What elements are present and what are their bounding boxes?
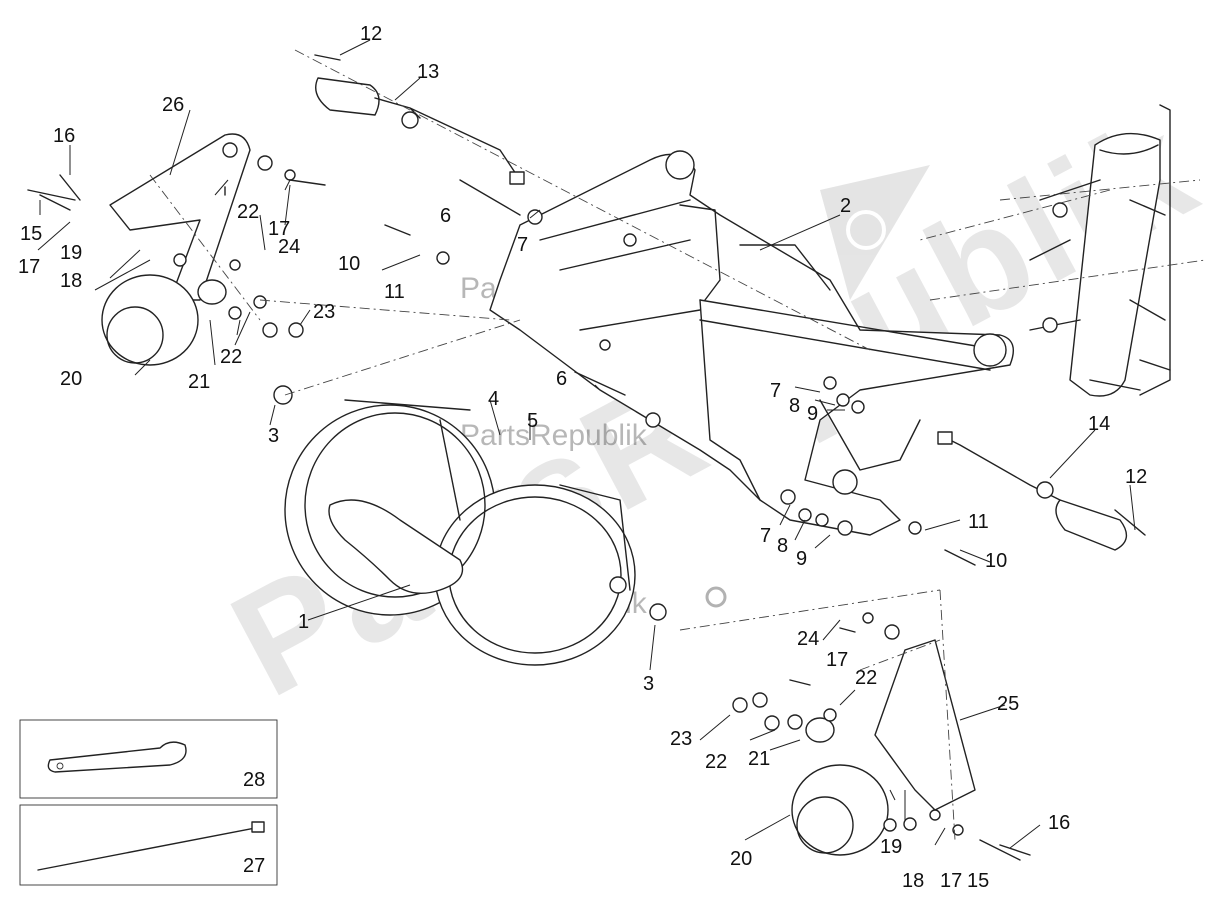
callout-28: 28 (243, 769, 265, 791)
callout-11-upper: 11 (384, 281, 405, 303)
callout-21-right: 21 (748, 748, 770, 770)
callout-10-upper: 10 (338, 253, 360, 275)
assembly-guide-lines (149, 49, 1205, 841)
callout-22-left-lower: 22 (220, 346, 242, 368)
watermark-small-2: PartsRepublik (460, 419, 648, 452)
callout-9-upper: 9 (807, 403, 818, 425)
callout-17-left-upper: 17 (268, 218, 290, 240)
accessory-box-27 (19, 804, 278, 886)
callout-14: 14 (1088, 413, 1110, 435)
headlight-support-frame (489, 150, 1014, 536)
callout-17-right-lower: 17 (940, 870, 962, 892)
callout-7-middle: 7 (770, 380, 781, 402)
callout-26: 26 (162, 94, 184, 116)
callout-13: 13 (417, 61, 439, 83)
callout-6-lower: 6 (556, 368, 567, 390)
callout-19-left: 19 (60, 242, 82, 264)
hardware-fasteners (27, 54, 1146, 861)
callout-18-left: 18 (60, 270, 82, 292)
callout-6-upper: 6 (440, 205, 451, 227)
callout-17-left-lower: 17 (18, 256, 40, 278)
callout-8-lower: 8 (777, 535, 788, 557)
callout-4: 4 (488, 388, 499, 410)
callout-21-left: 21 (188, 371, 210, 393)
callout-15-left: 15 (20, 223, 42, 245)
callout-labels: 1 2 3 3 4 5 6 6 7 7 7 8 8 9 9 10 10 11 1… (18, 23, 1147, 892)
callout-1: 1 (298, 611, 309, 633)
headlight-assembly (284, 399, 636, 666)
callout-leaders (37, 39, 1136, 849)
callout-24-right: 24 (797, 628, 819, 650)
turn-indicator-left (315, 77, 525, 185)
callout-3-lower: 3 (643, 673, 654, 695)
callout-15-right: 15 (967, 870, 989, 892)
callout-27: 27 (243, 855, 265, 877)
callout-16-left: 16 (53, 125, 75, 147)
frame-steering-head (1029, 104, 1171, 397)
callout-19-right: 19 (880, 836, 902, 858)
callout-16-right: 16 (1048, 812, 1070, 834)
callout-8-upper: 8 (789, 395, 800, 417)
callout-25: 25 (997, 693, 1019, 715)
callout-7-upper: 7 (517, 234, 528, 256)
callout-18-right: 18 (902, 870, 924, 892)
callout-20-left: 20 (60, 368, 82, 390)
callout-22-left-upper: 22 (237, 201, 259, 223)
callout-12-lower: 12 (1125, 466, 1147, 488)
callout-17-right-upper: 17 (826, 649, 848, 671)
callout-22-right-lower: 22 (705, 751, 727, 773)
turn-indicator-right (937, 431, 1128, 551)
large-gear-icon (820, 165, 930, 300)
callout-23-right: 23 (670, 728, 692, 750)
fog-light-bracket-right (791, 639, 976, 856)
callout-22-right-upper: 22 (855, 667, 877, 689)
callout-10-lower: 10 (985, 550, 1007, 572)
callout-20-right: 20 (730, 848, 752, 870)
callout-7-lower: 7 (760, 525, 771, 547)
callout-23-left: 23 (313, 301, 335, 323)
callout-24-left: 24 (278, 236, 300, 258)
callout-2: 2 (840, 195, 851, 217)
callout-3-upper: 3 (268, 425, 279, 447)
callout-12-upper: 12 (360, 23, 382, 45)
callout-9-lower: 9 (796, 548, 807, 570)
callout-5: 5 (527, 410, 538, 432)
callout-11-lower: 11 (968, 511, 989, 533)
fog-light-bracket-left (101, 133, 251, 366)
accessory-box-28 (19, 719, 278, 799)
